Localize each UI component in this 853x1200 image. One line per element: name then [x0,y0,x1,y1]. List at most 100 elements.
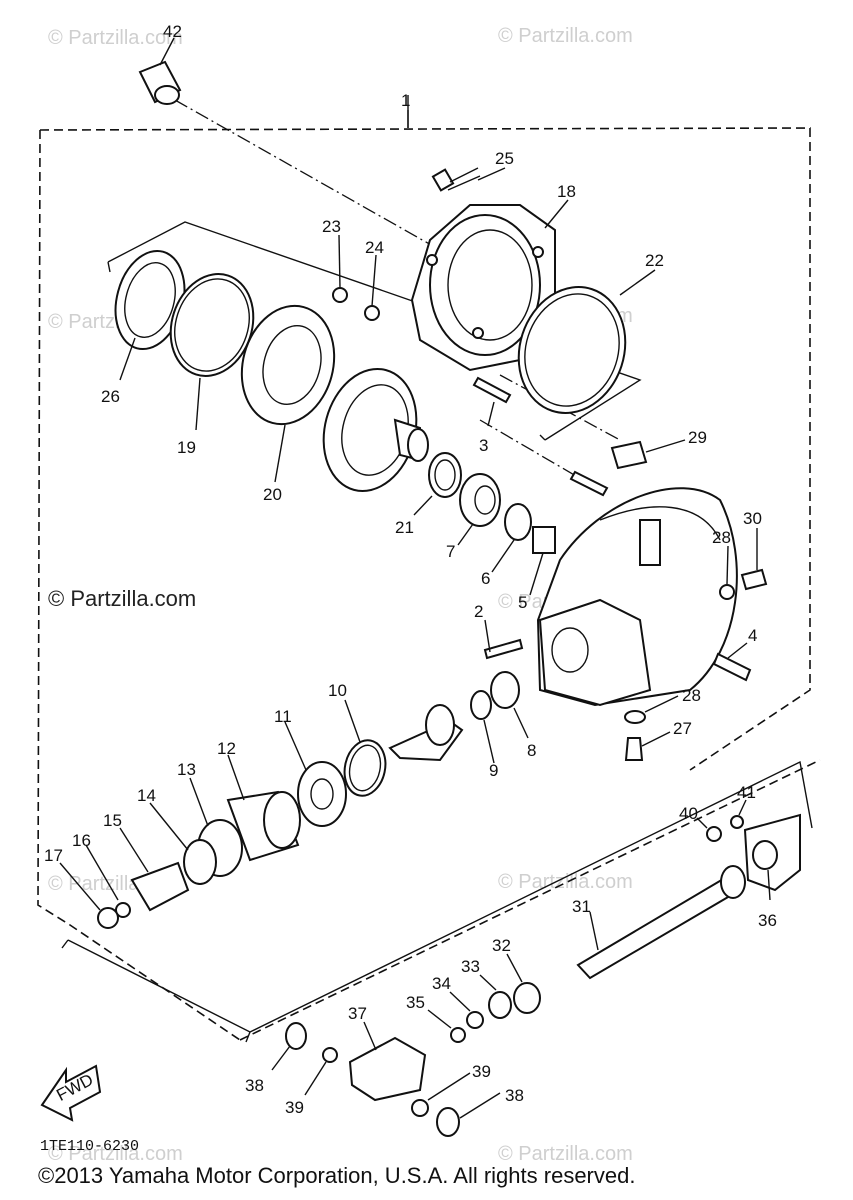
callout: 13 [177,760,196,779]
watermark: © Partzilla.com [48,1143,183,1165]
watermark-prominent: © Partzilla.com [48,586,196,611]
washer-33 [488,991,512,1019]
stud-3a [472,376,512,404]
bearing-11 [297,761,347,827]
universal-joint-37 [348,1036,427,1102]
callout: 31 [572,897,591,916]
bushing-9 [470,690,492,720]
callout: 18 [557,182,576,201]
drive-pinion [388,704,464,762]
callout: 22 [645,251,664,270]
inner-frame-lower [61,760,813,1043]
bearing-7 [459,473,501,527]
callout: 9 [489,761,498,780]
bolt-25 [431,167,481,192]
callout: 28 [712,528,731,547]
washer-16 [115,902,131,918]
callout: 4 [748,626,757,645]
callout: 3 [479,436,488,455]
callout: 10 [328,681,347,700]
callout: 14 [137,786,156,805]
seal-26-inner [124,262,176,338]
housing-18 [410,204,556,372]
final-gear-case [536,487,738,707]
callouts: 1 2 3 4 5 6 7 8 9 10 11 12 13 14 15 16 1… [44,22,777,1119]
washer-28b [624,710,646,724]
bushing-42 [138,60,182,105]
boot-15 [130,861,190,912]
o-ring-22-inner [524,293,620,407]
bearing-20 [240,304,336,426]
callout: 41 [737,783,756,802]
callout: 2 [474,602,483,621]
circlip-39 [322,1047,338,1063]
nut-17 [97,907,119,929]
bearing-housing-12 [226,790,301,862]
washer-34 [466,1011,484,1029]
callout: 19 [177,438,196,457]
callout: 32 [492,936,511,955]
watermark: © Partzilla.com [48,27,183,49]
o-ring-22 [517,286,627,414]
callout: 8 [527,741,536,760]
pin-4 [712,652,752,682]
washer-24 [364,305,380,321]
callout: 26 [101,387,120,406]
ring-gear [322,367,429,493]
callout: 38 [505,1086,524,1105]
callout: 11 [274,707,292,726]
callout: 29 [688,428,707,447]
callout: 5 [518,593,527,612]
nut-23 [332,287,348,303]
watermark: © Partzilla.com [498,1143,633,1165]
washer-40 [706,826,722,842]
watermarks: © Partzilla.com © Partzilla.com © Partzi… [48,25,633,1165]
bearing-38 [285,1022,307,1050]
shim-21-inner [434,459,456,491]
drain-plug-27 [624,737,644,761]
callout: 36 [758,911,777,930]
callout: 7 [446,542,455,561]
assembly-boundary [37,127,821,1041]
circlip-39b [411,1099,429,1117]
callout: 16 [72,831,91,850]
callout: 28 [682,686,701,705]
callout: 33 [461,957,480,976]
o-ring-10-inner [348,744,382,792]
coupling-14 [183,839,217,885]
callout: 17 [44,846,63,865]
callout: 6 [481,569,490,588]
stud-2 [483,638,524,660]
spacer-6 [504,503,532,541]
spline-36 [752,840,778,870]
washer-28 [719,584,735,600]
callout: 40 [679,804,698,823]
callout: 27 [673,719,692,738]
callout: 39 [472,1062,491,1081]
fwd-arrow: FWD [40,1064,102,1122]
callout: 25 [495,149,514,168]
drawing-code: 1TE110-6230 [40,1138,139,1155]
shim-21 [428,452,462,498]
callout: 38 [245,1076,264,1095]
nut-35 [450,1027,466,1043]
callout: 21 [395,518,414,537]
shaft-yoke-31 [720,865,746,899]
callout: 30 [743,509,762,528]
callout: 42 [163,22,182,41]
bearing-38b [436,1107,460,1137]
callout: 15 [103,811,122,830]
callout: 24 [365,238,384,257]
callout: 39 [285,1098,304,1117]
callout: 35 [406,993,425,1012]
plug-29 [610,440,648,470]
watermark: © Partzilla.com [498,871,633,893]
callout: 34 [432,974,451,993]
bushing-32 [513,982,541,1014]
bushing-5 [532,526,556,554]
stud-3b [569,470,609,497]
copyright-notice: ©2013 Yamaha Motor Corporation, U.S.A. A… [38,1163,636,1188]
callout: 23 [322,217,341,236]
